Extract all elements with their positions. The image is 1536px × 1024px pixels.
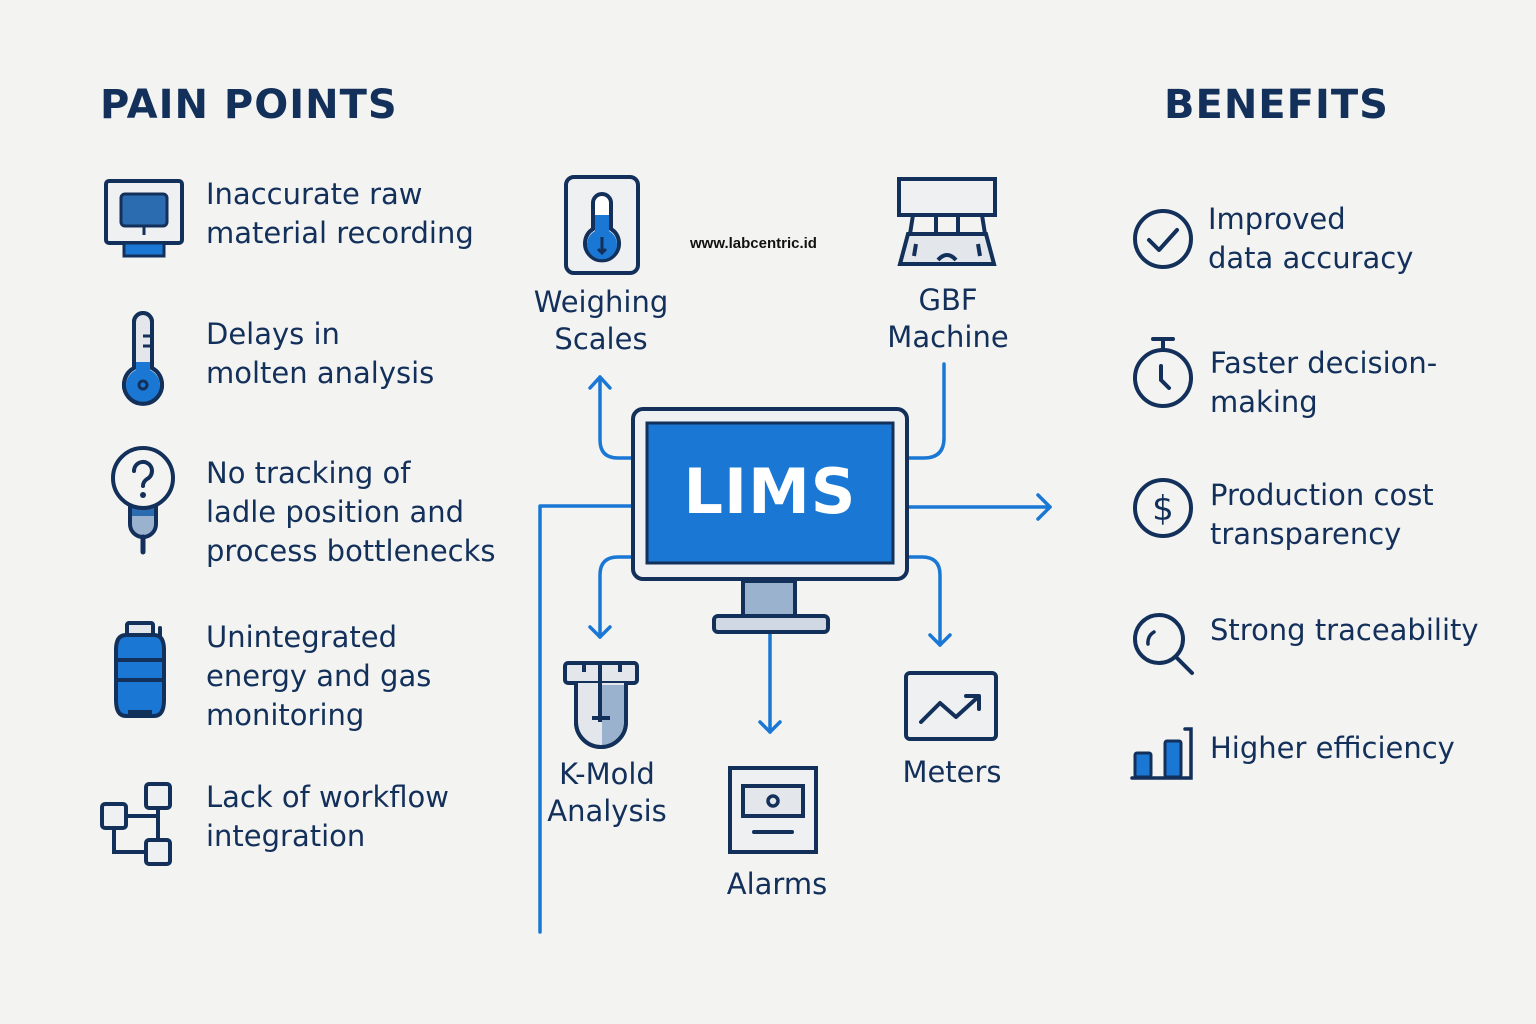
node-label: Weighing Scales (533, 285, 669, 356)
pain-point-text: Delays in molten analysis (206, 317, 435, 390)
thermometer-device-icon (564, 175, 640, 275)
benefit-text: Higher efficiency (1210, 731, 1455, 765)
benefit-text: Improved data accuracy (1208, 202, 1414, 275)
trend-chart-icon (904, 671, 998, 741)
monitor-icon (104, 179, 184, 258)
workflow-icon (100, 782, 172, 866)
pain-points-heading: PAIN POINTS (100, 82, 398, 128)
stopwatch-icon (1133, 337, 1193, 408)
watermark: www.labcentric.id (690, 235, 817, 252)
pain-point-text: Inaccurate raw material recording (206, 177, 474, 250)
node-label: Meters (902, 755, 1002, 789)
pain-point-text: No tracking of ladle position and proces… (206, 456, 496, 568)
magnifier-icon (1133, 613, 1194, 675)
connector-weighing-scales (598, 375, 636, 460)
pain-point-text: Lack of workflow integration (206, 780, 449, 853)
benefit-text: Production cost transparency (1210, 478, 1434, 551)
arrowhead-k-mold (588, 625, 612, 639)
connector-k-mold (598, 555, 636, 639)
benefits-heading: BENEFITS (1164, 82, 1389, 128)
benefit-text: Faster decision- making (1210, 346, 1438, 419)
machine-icon (897, 177, 997, 266)
arrowhead-benefits (1036, 493, 1052, 521)
thermometer-icon (122, 311, 164, 406)
alarm-panel-icon (728, 766, 818, 854)
svg-text:$: $ (1152, 489, 1174, 529)
node-label: Alarms (726, 867, 828, 901)
arrowhead-alarms (758, 720, 782, 734)
bar-chart-icon (1130, 727, 1193, 780)
lims-hub-label: LIMS (683, 454, 857, 528)
pain-point-text: Unintegrated energy and gas monitoring (206, 620, 432, 732)
gas-cylinder-icon (114, 621, 166, 718)
benefit-text: Strong traceability (1210, 613, 1479, 647)
connector-gbf-machine (906, 362, 946, 460)
check-circle-icon (1133, 209, 1193, 269)
question-ladle-icon (111, 446, 175, 555)
dollar-circle-icon: $ (1133, 478, 1193, 538)
node-label: K-Mold Analysis (547, 757, 667, 828)
test-tube-icon (563, 661, 639, 749)
lims-monitor-icon[interactable] (630, 406, 912, 638)
arrowhead-weighing-scales (588, 375, 612, 390)
connector-meters (906, 555, 942, 647)
arrowhead-meters (928, 633, 952, 647)
node-label: GBF Machine (887, 283, 1009, 354)
connector-left-long (538, 504, 636, 934)
